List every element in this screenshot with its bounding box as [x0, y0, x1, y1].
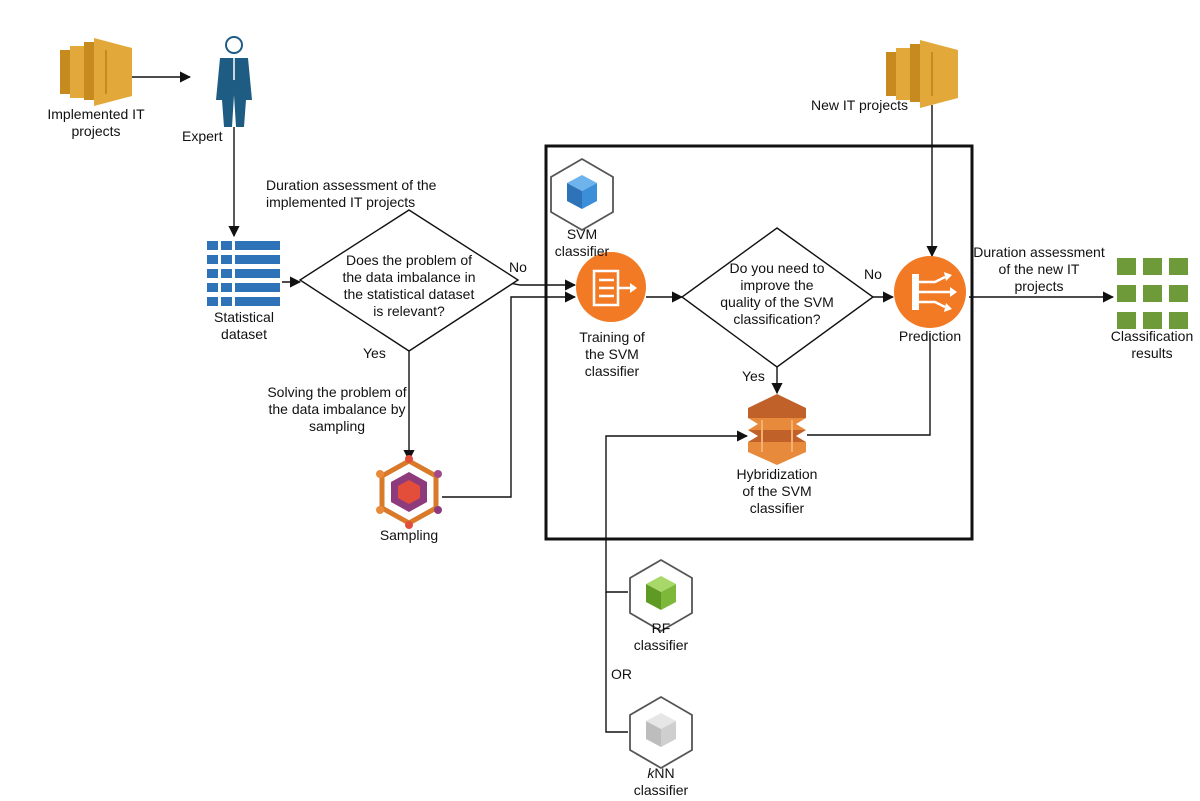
grid-icon: [1117, 258, 1188, 329]
label-rf-classifier: RF classifier: [633, 620, 689, 653]
label-solving-imbalance: Solving the problem of the data imbalanc…: [267, 384, 407, 434]
edge-rf-knn-to-hybrid: [605, 430, 749, 593]
label-prediction: Prediction: [898, 328, 962, 344]
label-edge-yes-2: Yes: [742, 368, 765, 384]
decision-diamond-improve: [680, 227, 875, 368]
label-new-it-projects: New IT projects: [811, 97, 908, 113]
label-implemented-it-projects: Implemented IT projects: [47, 106, 145, 139]
label-statistical-dataset: Statistical dataset: [214, 309, 274, 342]
cube-icon-knn: [629, 695, 693, 770]
label-knn-classifier: kNN classifier: [620, 765, 702, 799]
edge-hybrid-to-prediction: [807, 333, 931, 436]
svm-process-frame: [544, 144, 974, 541]
edge-sampling-to-training: [442, 291, 577, 498]
label-edge-no-2: No: [864, 266, 882, 282]
connectors: [132, 71, 1115, 733]
label-edge-yes-1: Yes: [363, 345, 386, 361]
label-duration-assessment-implemented: Duration assessment of the implemented I…: [266, 177, 437, 210]
label-hybridization-svm: Hybridization of the SVM classifier: [736, 466, 818, 516]
decision-diamond-imbalance: [298, 209, 520, 352]
label-svm-classifier: SVM classifier: [554, 226, 610, 259]
stacked-funnel-icon: [748, 394, 806, 465]
label-or: OR: [611, 666, 632, 682]
person-icon: [216, 36, 252, 127]
server-stack-icon: [60, 38, 132, 106]
label-sampling: Sampling: [379, 527, 439, 543]
knn-rest: NN: [654, 765, 675, 781]
label-decision-improve: Do you need to improve the quality of th…: [720, 260, 834, 327]
label-duration-assessment-new: Duration assessment of the new IT projec…: [973, 244, 1105, 294]
label-training-svm: Training of the SVM classifier: [579, 329, 645, 379]
label-expert: Expert: [182, 128, 223, 144]
cube-icon: [550, 157, 614, 232]
hexagon-network-icon: [376, 455, 442, 529]
document-arrow-icon: [576, 252, 646, 322]
label-classification-results: Classification results: [1110, 328, 1194, 361]
edge-knn-to-hybrid: [605, 592, 628, 733]
server-stack-icon-new: [886, 40, 958, 108]
knn-k: k: [647, 765, 655, 781]
table-icon: [207, 241, 280, 306]
label-edge-no-1: No: [509, 259, 527, 275]
knn-classifier-word: classifier: [633, 782, 689, 798]
cube-icon-rf: [629, 558, 693, 633]
router-arrows-icon: [894, 256, 966, 328]
label-decision-imbalance: Does the problem of the data imbalance i…: [342, 252, 476, 319]
